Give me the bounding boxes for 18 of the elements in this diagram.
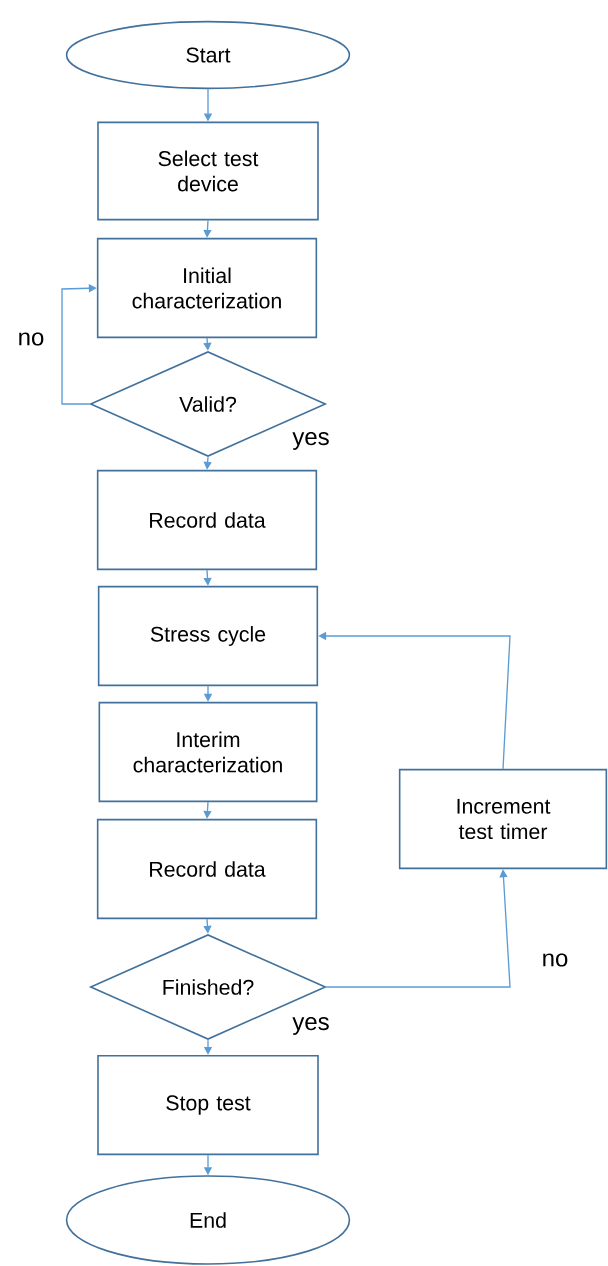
process-box: Record data [96, 818, 318, 920]
arrow [61, 284, 97, 405]
edge-label: no [16, 331, 46, 347]
arrow [203, 569, 212, 586]
edge-label: yes [291, 430, 331, 452]
edge-label: yes [291, 1015, 331, 1037]
process-box: Interim characterization [98, 701, 318, 803]
process-box: Record data [96, 469, 318, 571]
arrow [203, 219, 212, 238]
process-box: Stress cycle [97, 585, 319, 687]
process-box: Select test device [97, 121, 319, 221]
arrow [203, 801, 212, 819]
process-box: Increment test timer [398, 768, 608, 870]
edge-label: no [540, 952, 570, 968]
process-box: Initial characterization [96, 237, 318, 339]
arrow [203, 456, 212, 470]
process-box: Stop test [97, 1054, 319, 1156]
arrow [325, 869, 511, 988]
